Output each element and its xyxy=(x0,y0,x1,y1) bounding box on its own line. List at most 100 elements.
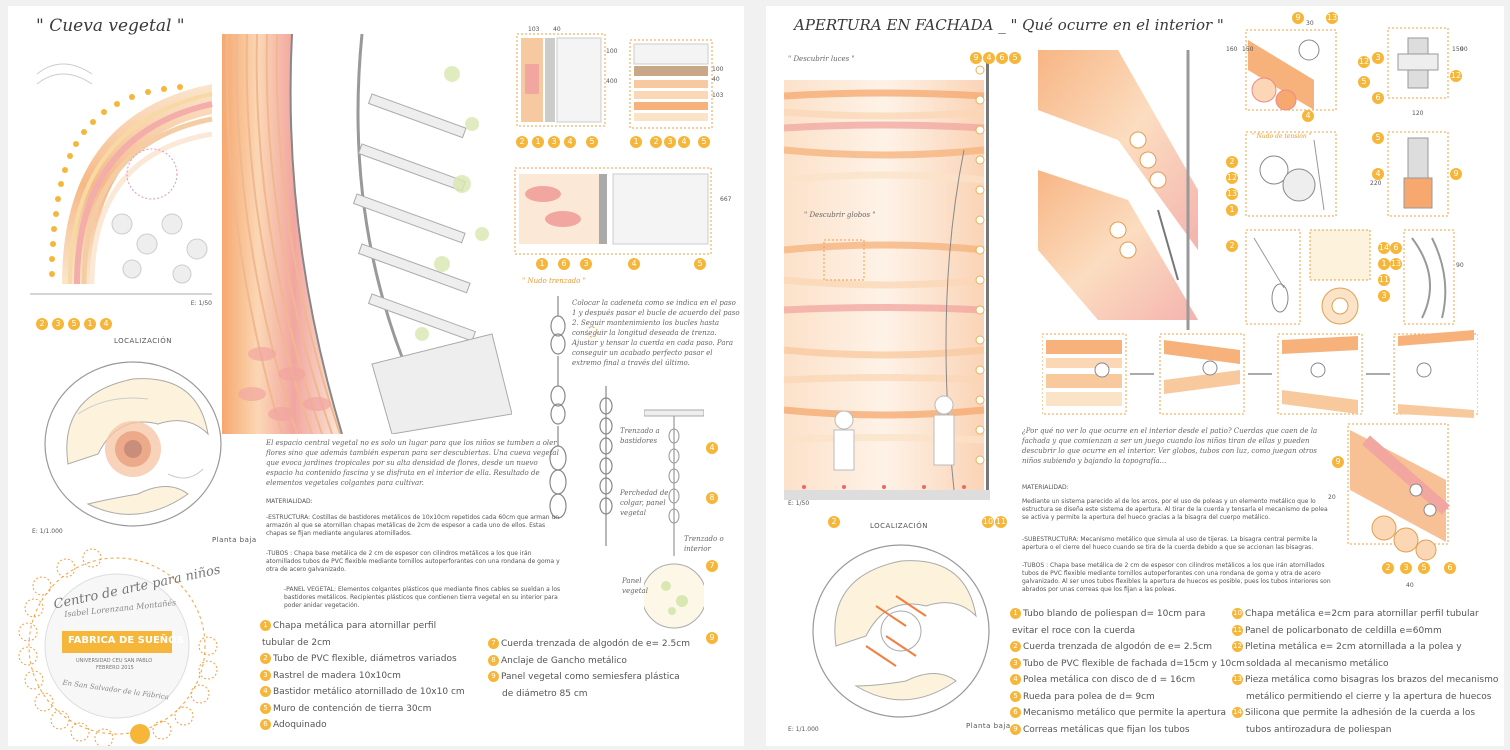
detail-c xyxy=(513,164,723,260)
callout-number: 3 xyxy=(548,136,560,148)
knot-drawing xyxy=(538,296,578,526)
site-plan-right xyxy=(806,536,996,726)
callout-number: 5 xyxy=(698,136,710,148)
legend-item: metálico permitiendo el cierre y la aper… xyxy=(1246,691,1492,702)
materialidad-heading: MATERIALIDAD: xyxy=(266,498,313,505)
callout-number: 5 xyxy=(1372,132,1384,144)
legend-item: tubular de 2cm xyxy=(262,637,331,648)
callout-number: 11 xyxy=(995,516,1007,528)
detail-a-numbers: 2 1 3 4 5 xyxy=(516,136,606,150)
right-sheet: APERTURA EN FACHADA _ " Qué ocurre en el… xyxy=(766,6,1504,746)
callout-number: 3 xyxy=(52,318,64,330)
callout-number: 5 xyxy=(1009,52,1021,64)
section-right-numbers: 2 3 5 6 xyxy=(1382,562,1462,576)
side-label-4: Panel vegetal xyxy=(622,577,648,595)
callout-number: 2 xyxy=(1382,562,1394,574)
materialidad-heading: MATERIALIDAD: xyxy=(1022,484,1069,491)
detail-pulley-1 xyxy=(1244,20,1344,120)
legend-item: soldada al mecanismo metálico xyxy=(1246,658,1389,669)
legend-item: evitar el roce con la cuerda xyxy=(1012,625,1136,636)
dim-label: 100 xyxy=(606,48,618,55)
callout-number: 3 xyxy=(1378,290,1390,302)
callout-number: 1 xyxy=(84,318,96,330)
callout-number: 12 xyxy=(1358,56,1370,68)
nudo-tension-label: " Nudo de tensión " xyxy=(1252,133,1312,140)
callout-number: 1 xyxy=(536,258,548,270)
site-plan xyxy=(38,354,228,534)
callout-number: 5 xyxy=(1358,76,1370,88)
callout-number: 5 xyxy=(586,136,598,148)
descubrir-luces-label: " Descubrir luces " xyxy=(788,55,855,63)
dim-label: 667 xyxy=(720,196,732,203)
callout-number: 4 xyxy=(564,136,576,148)
detail-b-numbers: 1 2 3 4 5 xyxy=(630,136,720,150)
opening-sequence xyxy=(1042,330,1478,418)
callout-number: 6 xyxy=(1444,562,1456,574)
seal-line-3: FABRICA DE SUEÑOS xyxy=(68,635,184,646)
legend-item: de diámetro 85 cm xyxy=(502,688,588,699)
callout-number: 9 xyxy=(1332,456,1344,468)
callout-number: 2 xyxy=(1226,156,1238,168)
callout-number: 3 xyxy=(1372,52,1384,64)
cave-section-drawing: E: 1/50 xyxy=(22,44,218,314)
seal-line-5: FEBRERO 2015 xyxy=(96,665,134,671)
descubrir-globos-label: " Descubrir globos " xyxy=(804,211,876,219)
dim-label: 103 xyxy=(712,92,724,99)
dim-label: 150 xyxy=(1242,46,1254,53)
callout-number: 7 xyxy=(706,560,718,572)
detail-rope xyxy=(1244,228,1304,328)
dim-label: 150 xyxy=(1452,46,1464,53)
dim-label: 220 xyxy=(1370,180,1382,187)
callout-number: 14 xyxy=(1378,242,1390,254)
panel-vegetal-text: -PANEL VEGETAL: Elementos colgantes plás… xyxy=(284,586,561,609)
callout-number: 5 xyxy=(1418,562,1430,574)
question-text: ¿Por qué no ver lo que ocurre en el inte… xyxy=(1022,427,1318,465)
detail-plan-1 xyxy=(1384,24,1464,104)
callout-number: 2 xyxy=(516,136,528,148)
facade-top-numbers: 9 4 6 5 xyxy=(970,52,1030,66)
side-label-3: Trenzado o interior xyxy=(684,535,724,553)
tubos-text: -TUBOS : Chapa base metálica de 2 cm de … xyxy=(1022,562,1331,593)
subestructura-text: -SUBESTRUCTURA: Mecanismo metálico que s… xyxy=(1022,536,1318,551)
callout-number: 13 xyxy=(1226,188,1238,200)
callout-number: 4 xyxy=(628,258,640,270)
callout-number: 12 xyxy=(1226,172,1238,184)
dim-label: 20 xyxy=(1328,494,1336,501)
dim-label: 90 xyxy=(1456,262,1464,269)
callout-number: 11 xyxy=(1378,274,1390,286)
plan-scale: E: 1/1.000 xyxy=(788,726,819,733)
facade-scale: E: 1/50 xyxy=(788,500,810,507)
planta-baja-label: Planta baja xyxy=(212,536,257,544)
callout-number: 2 xyxy=(36,318,48,330)
tubos-text: -TUBOS : Chapa base metálica de 2 cm de … xyxy=(266,550,560,573)
dim-label: 90 xyxy=(1460,46,1468,53)
nudo-text: Colocar la cadeneta como se indica en el… xyxy=(572,299,740,367)
callout-number: 2 xyxy=(1226,240,1238,252)
cave-isometric-drawing xyxy=(222,34,512,434)
dim-label: 40 xyxy=(1406,582,1414,589)
hanging-panel-drawing xyxy=(644,406,704,646)
callout-number: 6 xyxy=(558,258,570,270)
callout-number: 3 xyxy=(1400,562,1412,574)
callout-number: 3 xyxy=(580,258,592,270)
callout-number: 9 xyxy=(970,52,982,64)
callout-number: 1 xyxy=(1378,258,1390,270)
callout-number: 9 xyxy=(1292,12,1304,24)
detail-a xyxy=(513,24,621,134)
callout-number: 6 xyxy=(1390,242,1402,254)
